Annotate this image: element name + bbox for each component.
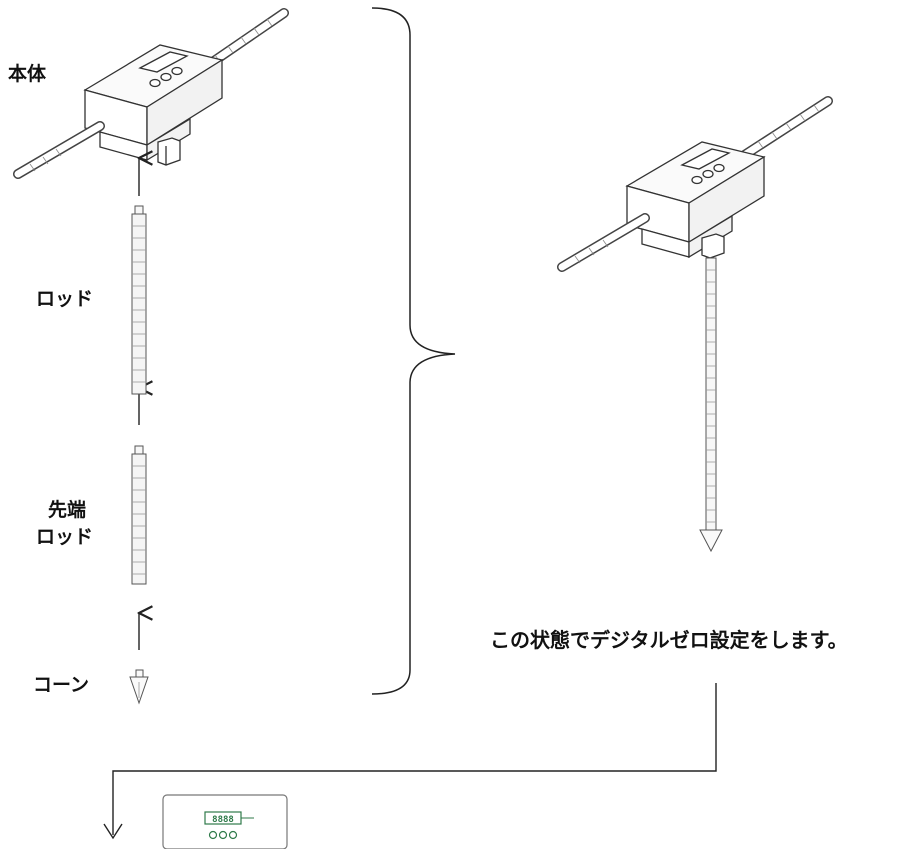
mini-display-panel: 8888 (162, 794, 288, 849)
caption-zero-setting: この状態でデジタルゼロ設定をします。 (490, 628, 848, 652)
label-tip-rod-1: 先端 (48, 499, 87, 521)
label-body: 本体 (8, 63, 47, 85)
label-cone: コーン (33, 674, 90, 696)
label-tip-rod-2: ロッド (36, 526, 94, 548)
flow-connector (103, 683, 717, 840)
grouping-brace (371, 7, 456, 695)
cone-part (129, 669, 149, 705)
assembled-device (557, 96, 833, 272)
main-body-device (13, 8, 289, 179)
mini-display-readout: 8888 (212, 815, 234, 825)
assembled-rod (699, 257, 723, 553)
tip-rod-part (131, 445, 147, 585)
label-rod: ロッド (36, 288, 94, 310)
rod-part (131, 205, 147, 395)
